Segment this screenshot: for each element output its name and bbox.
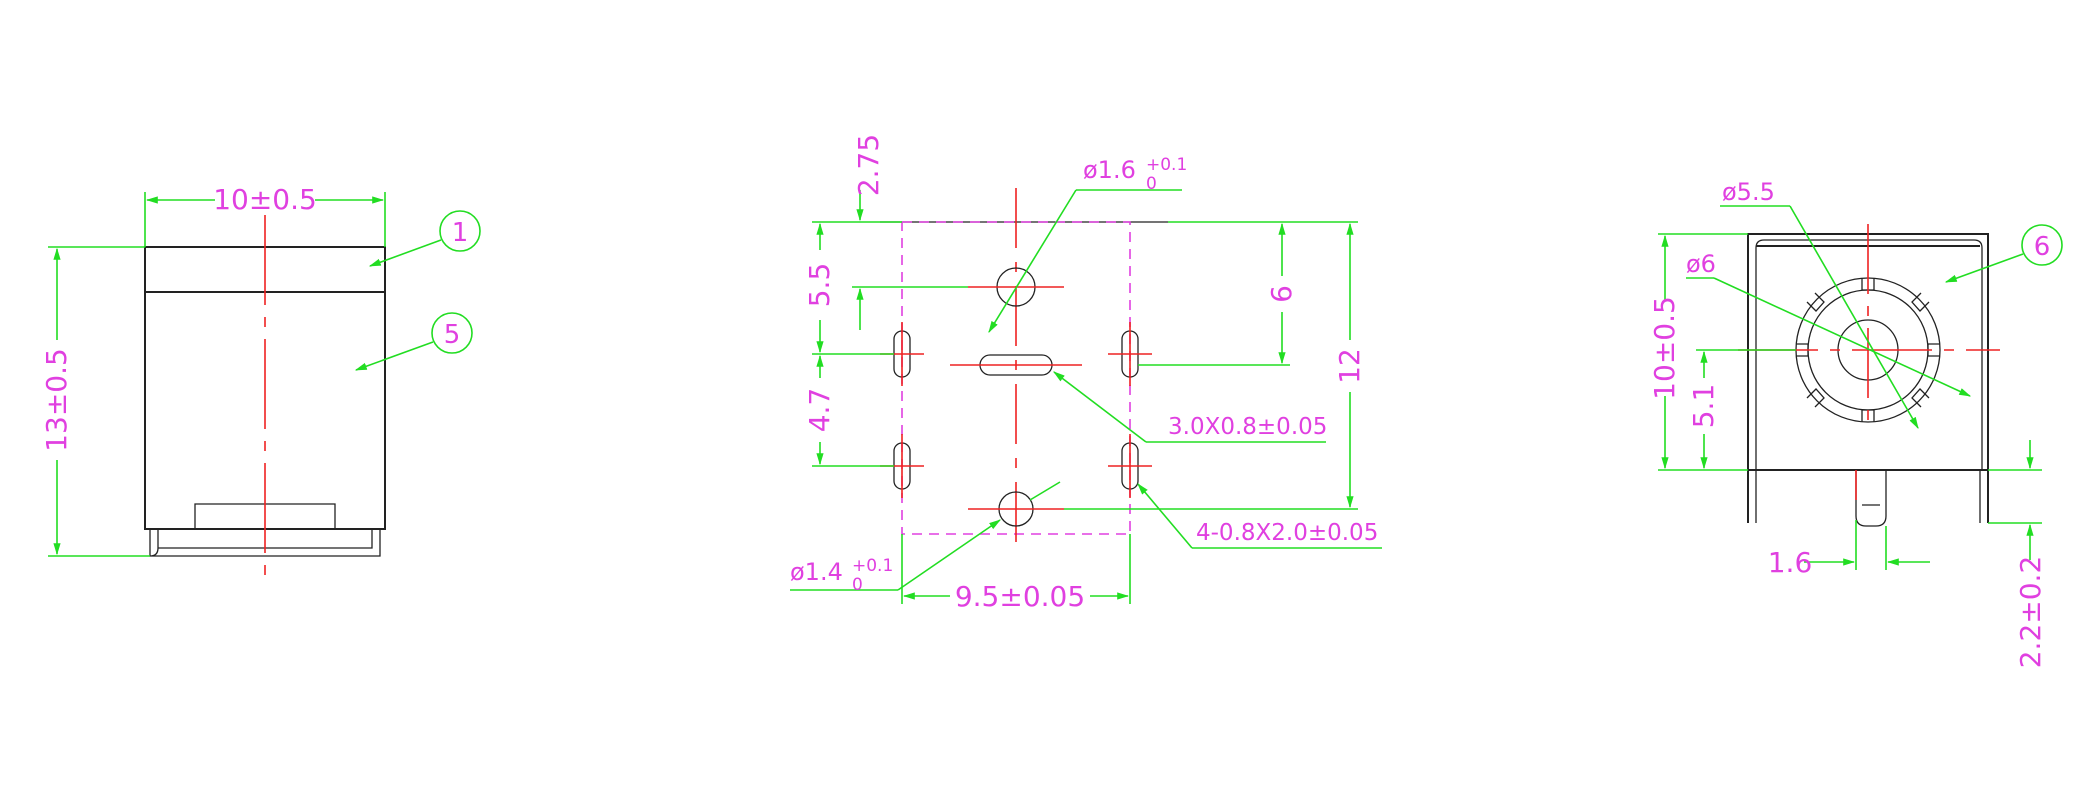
middle-hole-top-text: ø1.6	[1083, 156, 1136, 184]
middle-slot-center-text: 3.0X0.8±0.05	[1168, 414, 1327, 440]
right-height-dim-text: 10±0.5	[1648, 296, 1681, 400]
balloon-6-label: 6	[2034, 232, 2051, 262]
right-dia-inner-text: ø6	[1686, 250, 1716, 278]
left-height-dim-text: 13±0.5	[40, 348, 73, 452]
middle-hole-bottom-sup: +0.1	[852, 556, 893, 576]
balloon-5-leader	[354, 341, 434, 371]
middle-dim-6-text: 6	[1265, 285, 1298, 303]
middle-dim-5-5-text: 5.5	[803, 263, 836, 308]
right-dia-outer-text: ø5.5	[1722, 178, 1775, 206]
middle-hole-bottom-text: ø1.4	[790, 558, 843, 586]
balloon-5	[431, 312, 473, 354]
left-width-dim-text: 10±0.5	[213, 183, 317, 216]
middle-dim-4-7-text: 4.7	[803, 388, 836, 433]
middle-dim-2-75-text: 2.75	[852, 134, 885, 196]
left-view: 10±0.5 13±0.5 1 5	[40, 182, 481, 580]
right-view: ø5.5 ø6 10±0.5 5.1 1.6 2.2±0.2 6	[1648, 178, 2063, 669]
balloon-1-leader	[368, 239, 442, 267]
middle-dim-12-text: 12	[1333, 348, 1366, 384]
right-center-height-text: 5.1	[1687, 384, 1720, 429]
middle-slot-side-text: 4-0.8X2.0±0.05	[1196, 520, 1378, 546]
right-center-pin	[1855, 470, 1887, 527]
balloon-5-label: 5	[444, 320, 461, 350]
balloon-6-leader	[1944, 253, 2024, 283]
middle-width-dim-text: 9.5±0.05	[955, 580, 1085, 613]
middle-hole-top-sub: 0	[1146, 174, 1157, 194]
balloon-6	[2021, 224, 2063, 266]
balloon-1	[439, 210, 481, 252]
right-pin-length-text: 2.2±0.2	[2014, 556, 2047, 669]
middle-hole-top-sup: +0.1	[1146, 155, 1187, 175]
balloon-1-label: 1	[452, 218, 469, 248]
middle-hole-bottom-sub: 0	[852, 575, 863, 595]
right-pin-offset-text: 1.6	[1768, 546, 1813, 579]
middle-view: 2.75 5.5 4.7 6 12 ø1.6 +0.1 0 ø	[790, 134, 1382, 613]
